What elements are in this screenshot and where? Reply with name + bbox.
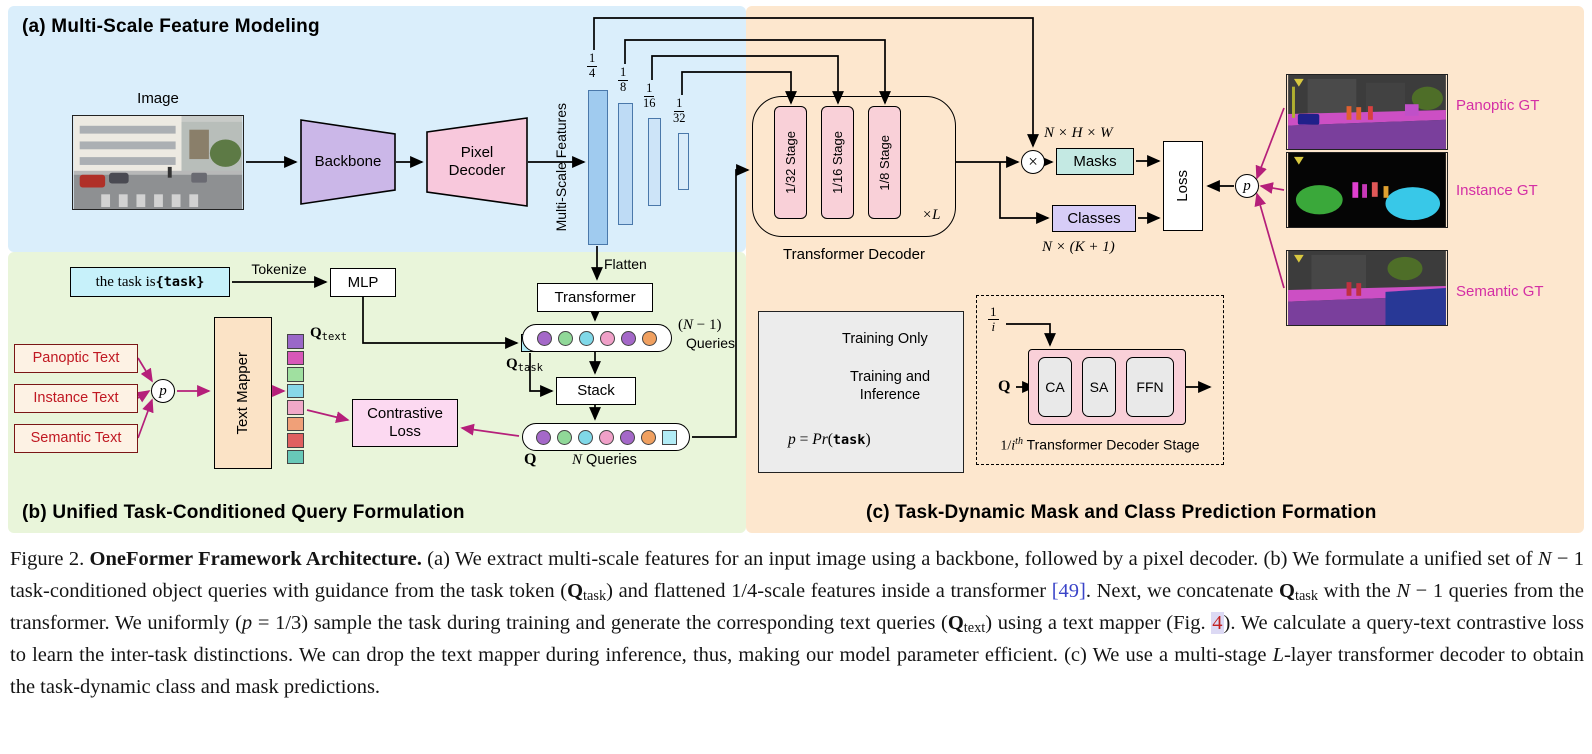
pixel-decoder-block: Pixel Decoder bbox=[426, 117, 528, 207]
transformer-decoder-container bbox=[752, 96, 956, 237]
panoptic-gt-label: Panoptic GT bbox=[1456, 97, 1540, 114]
ca-box: CA bbox=[1038, 357, 1072, 417]
mlp-box: MLP bbox=[330, 268, 396, 297]
scale-bar-1-32 bbox=[678, 133, 689, 190]
instance-gt-label: Instance GT bbox=[1456, 182, 1538, 199]
decoder-stage-1-16: 1/16 Stage bbox=[821, 106, 854, 219]
panoptic-gt-image bbox=[1286, 74, 1448, 150]
q-text-column bbox=[287, 334, 304, 464]
scale-bar-1-16 bbox=[648, 118, 661, 206]
caption-text: − 1 task-conditioned object queries with… bbox=[10, 548, 1585, 602]
caption-text: ) and flattened 1/4-scale features insid… bbox=[606, 579, 1052, 602]
times-l-label: ×L bbox=[922, 207, 941, 223]
n-minus-1-queries-label: (N − 1) Queries bbox=[678, 317, 736, 351]
caption-text: -layer transformer decoder to obtain the… bbox=[10, 643, 1584, 698]
classes-box: Classes bbox=[1052, 205, 1136, 232]
caption-title: OneFormer Framework Architecture. bbox=[89, 548, 422, 570]
gt-sampler-p: p bbox=[1235, 174, 1259, 198]
caption-text: N bbox=[1396, 579, 1411, 602]
caption-text: ). We calculate a query-text contrastive… bbox=[10, 611, 1584, 666]
legend-training-inference-label: Training and Inference bbox=[849, 369, 931, 404]
stage-q-label: Q bbox=[998, 378, 1011, 395]
ffn-box: FFN bbox=[1126, 357, 1174, 417]
caption-text: p bbox=[241, 611, 253, 634]
q-task-label: Qtask bbox=[506, 356, 543, 374]
einsum-icon: × bbox=[1021, 150, 1045, 174]
sa-box: SA bbox=[1082, 357, 1116, 417]
instance-text-box: Instance Text bbox=[14, 384, 138, 413]
q-row bbox=[522, 423, 690, 451]
masks-box: Masks bbox=[1056, 148, 1134, 175]
decoder-stage-1-32: 1/32 Stage bbox=[774, 106, 807, 219]
legend-training-only-label: Training Only bbox=[842, 331, 928, 347]
caption-text: Q bbox=[1279, 579, 1295, 602]
classes-dim-label: N × (K + 1) bbox=[1042, 239, 1115, 255]
caption-text: N bbox=[1537, 548, 1552, 570]
caption-text: Q bbox=[947, 611, 964, 634]
semantic-gt-label: Semantic GT bbox=[1456, 283, 1544, 300]
input-image bbox=[72, 115, 244, 210]
multi-scale-features-label: Multi-Scale Features bbox=[553, 103, 569, 232]
caption-text: Figure 2. bbox=[10, 548, 90, 570]
scale-bar-1-4 bbox=[588, 90, 608, 245]
caption-text: Q bbox=[567, 579, 584, 602]
task-sampler-p: p bbox=[151, 379, 175, 403]
citation-link-49[interactable]: [49] bbox=[1051, 579, 1086, 602]
figure-link-4[interactable]: 4 bbox=[1211, 611, 1224, 634]
masks-dim-label: N × H × W bbox=[1044, 125, 1113, 141]
backbone-block: Backbone bbox=[300, 119, 396, 205]
caption-text: with the bbox=[1318, 579, 1397, 602]
task-prompt-box: the task is {task} bbox=[70, 267, 230, 297]
legend-prob-label: p = Pr(task) bbox=[788, 431, 871, 448]
input-image-label: Image bbox=[137, 90, 179, 107]
stack-box: Stack bbox=[556, 377, 636, 405]
panel-a-title: (a) Multi-Scale Feature Modeling bbox=[22, 16, 320, 37]
figure-caption: Figure 2. OneFormer Framework Architectu… bbox=[10, 544, 1584, 704]
caption-text: . Next, we concatenate bbox=[1085, 579, 1279, 602]
flatten-label: Flatten bbox=[604, 256, 647, 272]
caption-text: = 1/3) sample the task during training a… bbox=[252, 611, 948, 634]
text-mapper-box: Text Mapper bbox=[214, 317, 272, 469]
caption-text: − 1 queries from the transformer. We uni… bbox=[10, 579, 1584, 634]
q-text-label: Qtext bbox=[310, 325, 347, 343]
caption-text: task bbox=[583, 588, 607, 605]
instance-gt-image bbox=[1286, 152, 1448, 228]
semantic-text-box: Semantic Text bbox=[14, 424, 138, 453]
caption-text: (a) We extract multi-scale features for … bbox=[421, 548, 1538, 570]
panel-b-title: (b) Unified Task-Conditioned Query Formu… bbox=[22, 502, 465, 523]
caption-text: ) using a text mapper (Fig. bbox=[985, 611, 1212, 634]
stage-detail-box bbox=[976, 295, 1224, 465]
stage-detail-caption: 1/ith Transformer Decoder Stage bbox=[1000, 436, 1200, 454]
semantic-gt-image bbox=[1286, 250, 1448, 326]
loss-box: Loss bbox=[1163, 141, 1203, 231]
tokenize-label: Tokenize bbox=[251, 261, 307, 277]
scale-bar-1-8 bbox=[618, 103, 633, 225]
caption-text: task bbox=[1294, 588, 1319, 605]
panel-c-title: (c) Task-Dynamic Mask and Class Predicti… bbox=[866, 502, 1377, 523]
caption-text: L bbox=[1272, 643, 1284, 666]
queries-row bbox=[522, 324, 672, 352]
n-queries-label: N Queries bbox=[572, 452, 637, 468]
decoder-stage-1-8: 1/8 Stage bbox=[868, 106, 901, 219]
panoptic-text-box: Panoptic Text bbox=[14, 344, 138, 373]
transformer-box: Transformer bbox=[537, 283, 653, 312]
legend-box bbox=[758, 311, 964, 473]
q-label: Q bbox=[524, 451, 537, 468]
caption-text: text bbox=[963, 620, 986, 637]
transformer-decoder-label: Transformer Decoder bbox=[783, 246, 925, 263]
